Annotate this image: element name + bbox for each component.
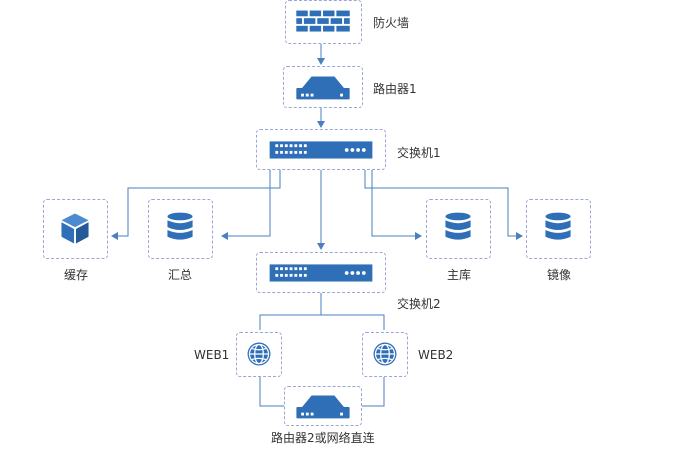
web2-node (362, 332, 408, 377)
database-icon (445, 212, 471, 240)
primary-label: 主库 (447, 268, 472, 282)
router2-node (284, 386, 362, 426)
switch2-node (256, 252, 386, 293)
router-icon (296, 395, 350, 419)
mirror-node (526, 199, 591, 259)
router-icon (296, 76, 350, 100)
database-icon (167, 212, 193, 240)
web1-node (236, 332, 282, 377)
summary-label: 汇总 (168, 268, 193, 282)
edge-switch1-cache (111, 170, 281, 240)
globe-icon (247, 342, 271, 366)
web1-label: WEB1 (194, 348, 230, 362)
edge-web2-router2 (362, 377, 385, 407)
web2-label: WEB2 (418, 348, 454, 362)
edge-switch1-mirror (364, 170, 523, 240)
edge-web1-router2 (259, 377, 284, 407)
switch1-label: 交换机1 (397, 146, 441, 160)
edge-switch1-primary (371, 170, 422, 240)
router2-label: 路由器2或网络直连 (271, 431, 375, 445)
firewall-label: 防火墙 (373, 16, 410, 30)
switch1-node (256, 129, 386, 170)
firewall-node (285, 0, 362, 44)
switch-icon (269, 141, 373, 159)
router1-node (283, 66, 363, 108)
summary-node (148, 199, 213, 259)
edge-switch2-web2 (321, 314, 385, 330)
edge-switch1-summary (221, 170, 271, 240)
router1-label: 路由器1 (373, 82, 417, 96)
primary-node (426, 199, 491, 259)
mirror-label: 镜像 (547, 268, 572, 282)
globe-icon (373, 342, 397, 366)
switch-icon (269, 264, 373, 282)
switch2-label: 交换机2 (397, 297, 441, 311)
cache-node (43, 199, 108, 259)
firewall-brick-icon (296, 10, 350, 32)
edge-switch2-web1 (259, 293, 322, 330)
cache-label: 缓存 (64, 268, 89, 282)
cube-icon (61, 213, 89, 244)
database-icon (545, 212, 571, 240)
